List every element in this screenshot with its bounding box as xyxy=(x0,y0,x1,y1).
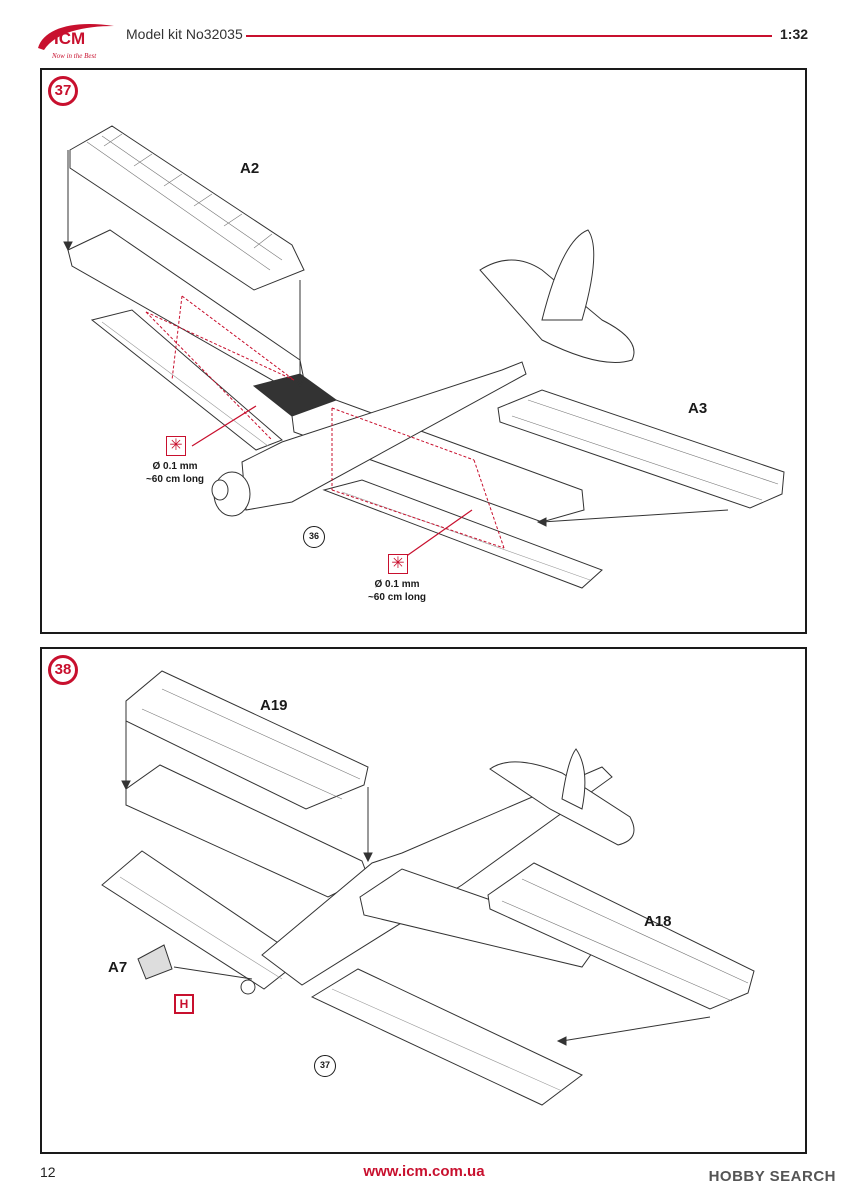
ref-step-37: 37 xyxy=(314,1055,336,1077)
marker-h: H xyxy=(174,994,194,1014)
hobby-search-watermark: HOBBY SEARCH xyxy=(708,1168,836,1185)
fuselage xyxy=(261,766,613,986)
door-part xyxy=(137,944,173,980)
part-label-a19: A19 xyxy=(260,697,288,714)
page-header: ICM Now in the Best Model kit No32035 1:… xyxy=(0,0,848,64)
step-38-diagram xyxy=(101,670,755,1106)
kit-number: Model kit No32035 xyxy=(126,26,243,42)
icm-logo: ICM Now in the Best xyxy=(38,24,114,60)
step-38-panel: 38 A19 A18 A7 H 37 xyxy=(40,647,807,1154)
step-37-panel: 37 A2 A3 36 ✳ Ø 0.1 mm ~60 cm long ✳ Ø 0… xyxy=(40,68,807,634)
page-number: 12 xyxy=(40,1164,56,1180)
part-label-a2: A2 xyxy=(240,160,260,177)
part-label-a18: A18 xyxy=(644,913,672,930)
upper-wing-part xyxy=(69,125,305,291)
propeller-hub xyxy=(211,479,229,501)
lower-wing-part xyxy=(497,389,785,509)
part-label-a7: A7 xyxy=(108,959,128,976)
asterisk-icon: ✳ xyxy=(388,554,408,574)
header-rule xyxy=(246,35,772,37)
lower-wing-part xyxy=(487,862,755,1010)
vertical-fin xyxy=(561,748,586,810)
vertical-fin xyxy=(541,229,595,321)
step-number-38: 38 xyxy=(48,655,78,685)
website-link[interactable]: www.icm.com.ua xyxy=(363,1163,485,1180)
logo-tagline: Now in the Best xyxy=(51,52,97,60)
kit-scale: 1:32 xyxy=(780,26,809,42)
propeller-hub xyxy=(240,979,256,995)
asterisk-icon: ✳ xyxy=(166,436,186,456)
ref-step-36: 36 xyxy=(303,526,325,548)
step-37-diagram xyxy=(63,125,785,589)
rigging-note-2: Ø 0.1 mm ~60 cm long xyxy=(367,579,427,603)
lower-left-wing xyxy=(90,309,283,451)
horizontal-stabilizer xyxy=(489,761,635,846)
logo-text: ICM xyxy=(54,29,85,48)
rigging-note-1: Ø 0.1 mm ~60 cm long xyxy=(145,461,205,485)
part-label-a3: A3 xyxy=(688,400,708,417)
lower-right-wing xyxy=(322,479,603,589)
lower-right-wing xyxy=(310,968,583,1106)
fuselage xyxy=(241,361,527,511)
step-number-37: 37 xyxy=(48,76,78,106)
